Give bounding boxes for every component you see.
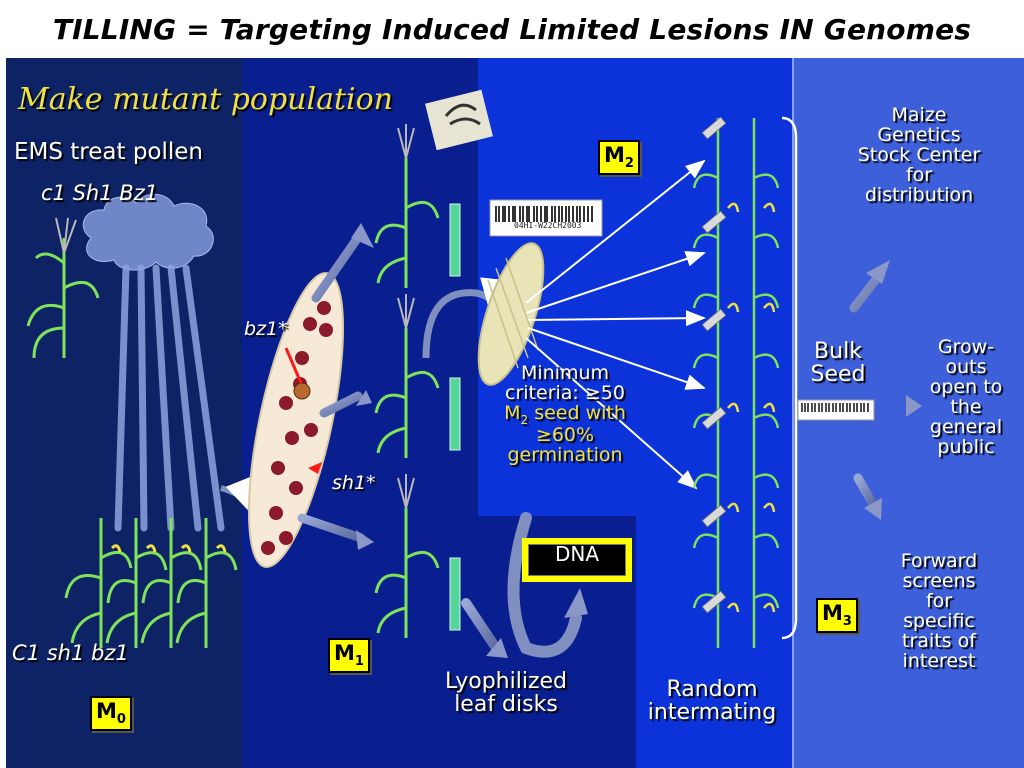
- bulk-line2: Seed: [810, 362, 866, 388]
- bz1-pointer: [284, 347, 303, 384]
- stock-line3: Stock Center: [857, 143, 981, 166]
- m2-ear-icon: [477, 242, 545, 386]
- grow-line1: Grow-: [937, 336, 995, 358]
- donor-plant-icon: [26, 217, 100, 359]
- genotype-bottom: C1 sh1 bz1: [12, 641, 129, 665]
- dna-box: DNA: [522, 538, 632, 582]
- tube-to-disks-arrow: [461, 598, 501, 653]
- leaf-tubes-icon: [449, 203, 461, 631]
- sh1-label: sh1*: [332, 472, 376, 494]
- germination-criteria: Minimum criteria: ≥50 M2 seed with ≥60% …: [490, 362, 640, 467]
- stock-line1: Maize: [891, 104, 947, 126]
- seed-distribution-arrows: [525, 159, 706, 490]
- stock-center-text: Maize Genetics Stock Center for distribu…: [826, 104, 1012, 206]
- stock-line4: for: [905, 163, 933, 186]
- grow-line3: open to: [929, 375, 1003, 398]
- grow-line2: outs: [945, 355, 987, 378]
- diagram-graphics: [26, 89, 922, 658]
- lyophilized-line2: leaf disks: [454, 692, 558, 718]
- stock-line2: Genetics: [877, 123, 961, 146]
- m0-heading: Make mutant population: [18, 82, 393, 117]
- genotype-top: c1 Sh1 Bz1: [41, 181, 159, 205]
- tweezers-icon: [425, 89, 493, 151]
- m1-plants-icon: [374, 158, 440, 638]
- fwd-line4: specific: [903, 609, 975, 632]
- m2-label: M2: [598, 140, 640, 176]
- m1-plant-arrows: [297, 228, 366, 543]
- barcode-text: 04HI-W22CH2003: [514, 221, 582, 230]
- fwd-line1: Forward: [900, 550, 978, 572]
- dna-loop-arrow: [507, 512, 582, 658]
- m3-output-arrowheads: [864, 260, 922, 520]
- fwd-line3: for: [925, 589, 953, 612]
- diagram-stage: Make mutant population EMS treat pollen …: [6, 58, 1024, 768]
- tube-to-disks-arrowhead: [486, 638, 508, 658]
- bulk-seed-text: Bulk Seed: [796, 340, 880, 386]
- dna-loop-arrowhead: [564, 588, 588, 618]
- criteria-line2: criteria: ≥50: [505, 381, 625, 404]
- m3-output-arrows: [849, 268, 916, 511]
- intermating-line1: Random: [666, 677, 758, 702]
- intermating-text: Random intermating: [632, 678, 792, 724]
- m0-label: M0: [90, 696, 132, 732]
- ear-kernels-icon: [261, 301, 333, 555]
- m1-label: M1: [328, 638, 370, 674]
- ems-rays-icon: [114, 264, 225, 532]
- fwd-line6: interest: [902, 649, 976, 672]
- bulk-line1: Bulk: [814, 339, 862, 364]
- recipient-plants-icon: [64, 518, 238, 648]
- bulk-bracket-icon: [781, 116, 798, 640]
- criteria-line4: ≥60%: [535, 424, 595, 447]
- pollen-cloud-icon: [82, 193, 214, 271]
- slide-title: TILLING = Targeting Induced Limited Lesi…: [0, 0, 1024, 58]
- criteria-line3: M2 seed with: [504, 401, 626, 427]
- forward-screens-text: Forward screens for specific traits of i…: [874, 550, 1004, 672]
- bz1-label: bz1*: [244, 318, 288, 340]
- stock-line5: distribution: [864, 183, 974, 206]
- bz1-mutant-kernel: [293, 382, 311, 400]
- intermating-ears-icon: [727, 202, 776, 613]
- bulk-barcode-icon: [797, 399, 875, 421]
- grow-line5: general: [929, 415, 1003, 438]
- m1-tassels-icon: [397, 124, 415, 509]
- grow-outs-text: Grow- outs open to the general public: [912, 336, 1020, 458]
- lyophilized-text: Lyophilized leaf disks: [426, 670, 586, 716]
- m3-label: M3: [816, 598, 858, 634]
- criteria-line5: germination: [507, 444, 623, 467]
- panel-intermating: [636, 516, 796, 768]
- intermating-tags-icon: [701, 116, 727, 614]
- m1-ear-icon: [247, 272, 345, 568]
- sh1-pointer: [308, 462, 322, 474]
- ems-text: EMS treat pollen: [14, 139, 204, 165]
- fwd-line5: traits of: [902, 629, 976, 652]
- dna-box-inner: [528, 544, 626, 576]
- m1-arrowheads: [351, 223, 374, 550]
- lyophilized-line1: Lyophilized: [444, 669, 567, 694]
- fwd-line2: screens: [902, 569, 976, 592]
- intermating-plants-icon: [692, 118, 780, 648]
- barcode-label-icon: [489, 199, 603, 237]
- ear-shoots-icon: [110, 544, 227, 553]
- dna-label: DNA: [554, 542, 600, 566]
- grow-line6: public: [937, 435, 995, 458]
- grow-line4: the: [950, 395, 982, 418]
- intermating-line2: intermating: [647, 700, 777, 726]
- criteria-line1: Minimum: [520, 362, 610, 384]
